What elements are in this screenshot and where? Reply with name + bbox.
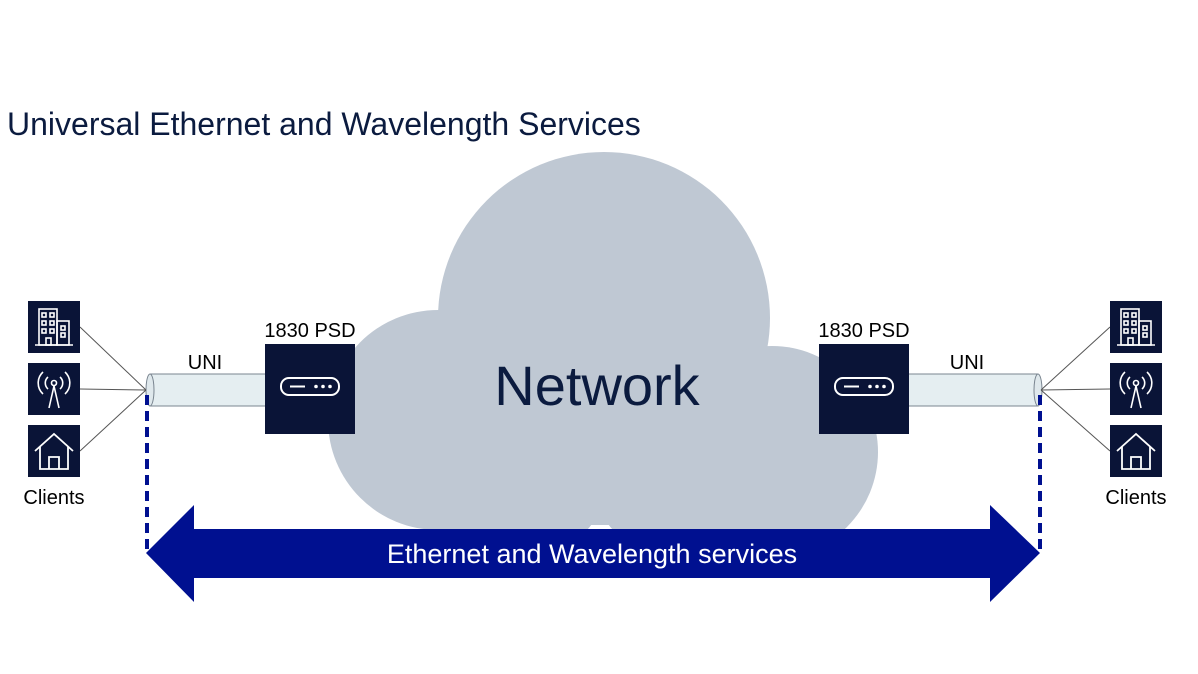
home-icon [1110, 425, 1162, 477]
home-icon [28, 425, 80, 477]
antenna-icon [28, 363, 80, 415]
antenna-icon [1110, 363, 1162, 415]
client-icons-left [28, 301, 80, 477]
uni-pipe-left [145, 373, 267, 407]
device-label-right: 1830 PSD [818, 320, 909, 342]
services-double-arrow [146, 505, 1040, 602]
uni-label-left: UNI [188, 352, 222, 374]
page-title: Universal Ethernet and Wavelength Servic… [7, 106, 641, 142]
device-icon [280, 377, 340, 396]
device-1830-psd-left [265, 344, 355, 434]
clients-label-right: Clients [1105, 487, 1166, 509]
uni-label-right: UNI [950, 352, 984, 374]
cloud-label: Network [494, 354, 700, 417]
client-icons-right [1110, 301, 1162, 477]
device-icon [834, 377, 894, 396]
clients-label-left: Clients [23, 487, 84, 509]
building-icon [28, 301, 80, 353]
building-icon [1110, 301, 1162, 353]
device-1830-psd-right [819, 344, 909, 434]
arrow-label: Ethernet and Wavelength services [387, 539, 797, 569]
uni-pipe-right [907, 373, 1043, 407]
client-links-right [1040, 326, 1111, 452]
device-label-left: 1830 PSD [264, 320, 355, 342]
client-links-left [79, 326, 147, 452]
network-cloud [328, 152, 878, 560]
